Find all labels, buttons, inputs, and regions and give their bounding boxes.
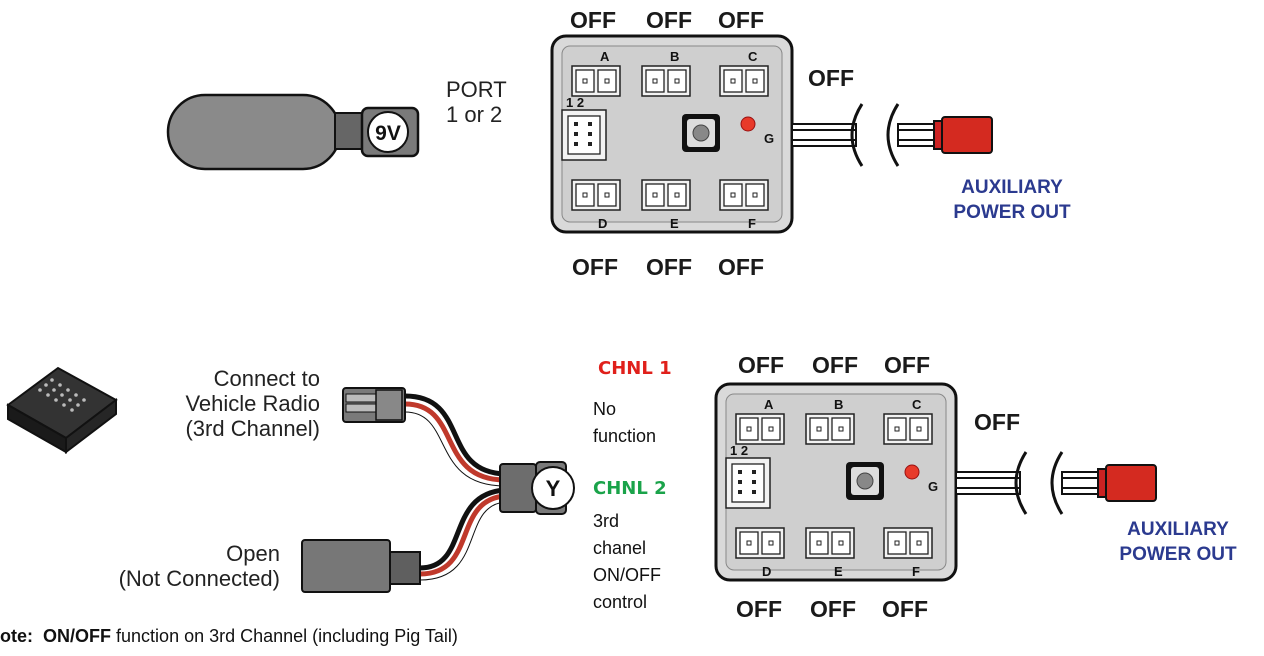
y-label: Y — [546, 476, 561, 501]
connect-line3: (3rd Channel) — [185, 416, 320, 441]
aux-label-line2: POWER OUT — [953, 202, 1071, 223]
port-a: A — [764, 397, 774, 412]
note-prefix: ote: — [0, 626, 33, 646]
status-led — [740, 116, 756, 132]
state-top-a: OFF — [738, 352, 784, 378]
y-junction: Y — [499, 461, 575, 515]
connect-line1: Connect to — [214, 366, 320, 391]
aux-cable-bottom — [955, 451, 1157, 515]
port-e: E — [834, 564, 843, 579]
state-bottom-e: OFF — [646, 254, 692, 280]
state-top-c: OFF — [718, 7, 764, 33]
receiver — [6, 366, 118, 455]
aux-label-line2: POWER OUT — [1119, 544, 1237, 565]
port-label-line1: PORT — [446, 77, 507, 102]
open-line2: (Not Connected) — [119, 566, 280, 591]
note-bold: ON/OFF — [43, 626, 112, 646]
chnl2-line1: 3rd — [593, 511, 619, 531]
state-top-b: OFF — [812, 352, 858, 378]
state-right: OFF — [974, 409, 1020, 435]
status-led — [904, 464, 920, 480]
aux-label-line1: AUXILIARY — [1127, 519, 1229, 540]
open-line1: Open — [226, 541, 280, 566]
chnl2-line3: ON/OFF — [593, 565, 661, 585]
state-right: OFF — [808, 65, 854, 91]
state-bottom-f: OFF — [718, 254, 764, 280]
state-bottom-d: OFF — [572, 254, 618, 280]
port-b: B — [670, 49, 679, 64]
state-top-c: OFF — [884, 352, 930, 378]
connect-line2: Vehicle Radio — [185, 391, 320, 416]
chnl1-title: CHNL 1 — [598, 358, 672, 379]
chnl1-line1: No — [593, 399, 616, 419]
servo-plug-radio — [342, 387, 406, 423]
port-label-line2: 1 or 2 — [446, 102, 502, 127]
aux-label-line1: AUXILIARY — [961, 177, 1063, 198]
led-label: G — [928, 479, 938, 494]
controller-module-bottom: A B C D E F 1 2 G — [714, 382, 958, 582]
servo-plug-open — [301, 539, 421, 593]
battery-label: 9V — [375, 122, 401, 145]
port-c: C — [748, 49, 758, 64]
port-c: C — [912, 397, 922, 412]
side-port-label: 1 2 — [566, 95, 584, 110]
controller-module-top: A B C D E F 1 2 G — [550, 34, 794, 234]
chnl2-line2: chanel — [593, 538, 646, 558]
port-e: E — [670, 216, 679, 231]
port-f: F — [912, 564, 920, 579]
battery-9v: 9V — [166, 93, 420, 171]
top-panel: 9V PORT 1 or 2 A B C D E F 1 2 — [166, 7, 1071, 280]
aux-cable-top — [791, 103, 993, 167]
footnote: ote: ON/OFF function on 3rd Channel (inc… — [0, 626, 458, 647]
port-f: F — [748, 216, 756, 231]
bottom-panel: Connect to Vehicle Radio (3rd Channel) O… — [6, 352, 1237, 622]
port-a: A — [600, 49, 610, 64]
port-b: B — [834, 397, 843, 412]
port-d: D — [762, 564, 771, 579]
state-top-b: OFF — [646, 7, 692, 33]
state-bottom-d: OFF — [736, 596, 782, 622]
led-label: G — [764, 131, 774, 146]
port-d: D — [598, 216, 607, 231]
chnl1-line2: function — [593, 426, 656, 446]
chnl2-line4: control — [593, 592, 647, 612]
chnl2-title: CHNL 2 — [593, 478, 667, 499]
y-cable-wires — [404, 393, 506, 583]
note-rest: function on 3rd Channel (including Pig T… — [116, 626, 458, 646]
state-bottom-f: OFF — [882, 596, 928, 622]
side-port-label: 1 2 — [730, 443, 748, 458]
state-top-a: OFF — [570, 7, 616, 33]
state-bottom-e: OFF — [810, 596, 856, 622]
